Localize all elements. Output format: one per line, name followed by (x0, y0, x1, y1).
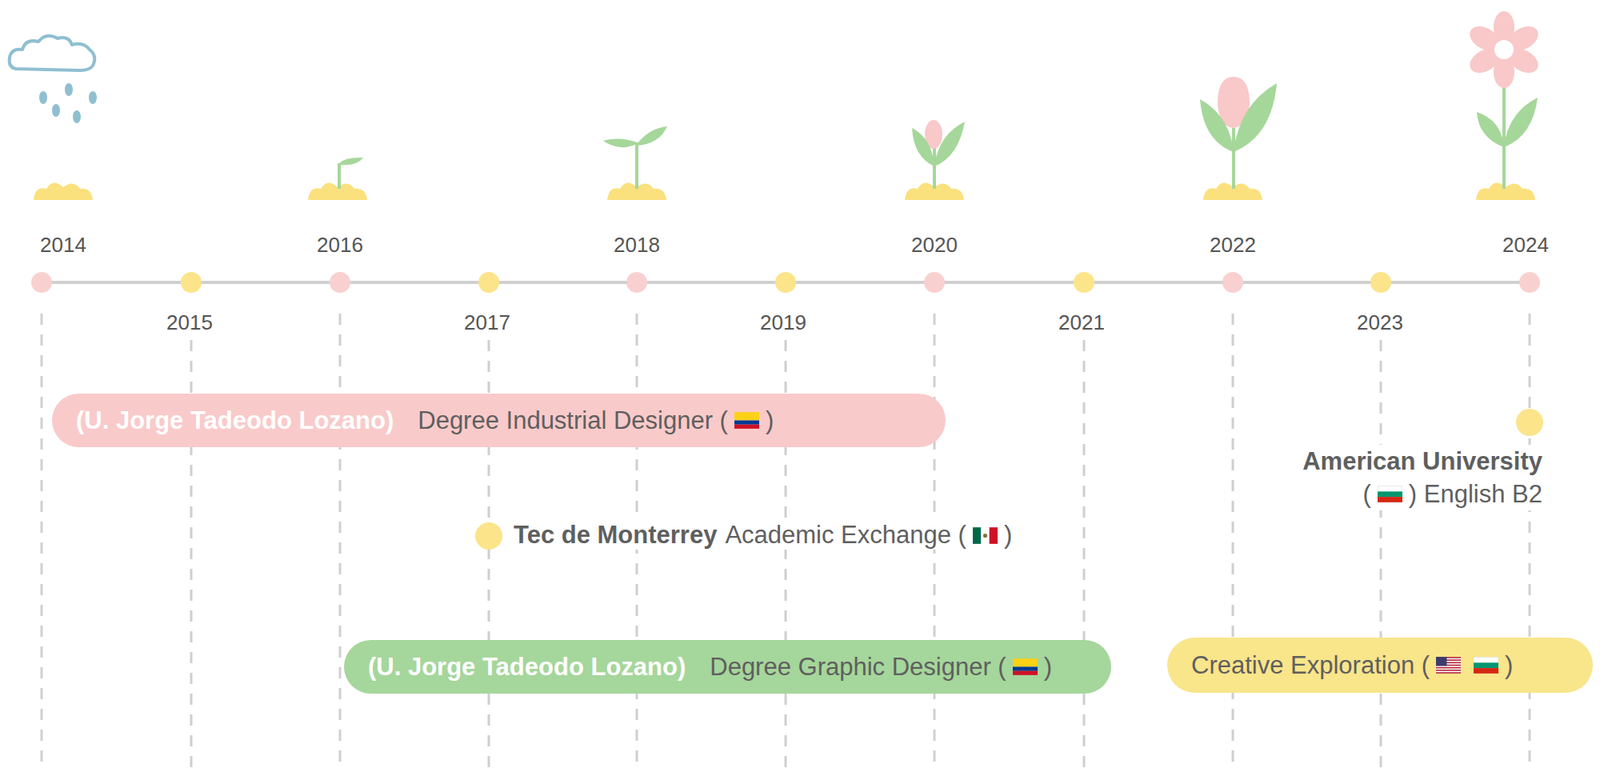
institution-name: Tec de Monterrey (513, 520, 717, 550)
timeline-bar: (U. Jorge Tadeodo Lozano) Degree Industri… (52, 393, 946, 448)
tulip-2022 (1200, 76, 1277, 189)
country-flag (1436, 656, 1461, 674)
bracket-text: ) (1004, 520, 1012, 550)
year-label: 2014 (37, 232, 89, 258)
year-label: 2022 (1207, 232, 1259, 258)
year-label: 2017 (461, 310, 513, 336)
timeline-bar: Creative Exploration () (1167, 637, 1593, 693)
institution-name: American University (1302, 447, 1543, 476)
bud-plant-2020 (912, 120, 965, 189)
bracket-text: ) (1504, 651, 1513, 680)
event-dot (1516, 408, 1544, 436)
sprout-2016 (339, 157, 364, 189)
soil-mounds (33, 182, 1536, 200)
country-flag (972, 527, 998, 544)
bracket-text: ) (765, 406, 774, 436)
year-label: 2020 (908, 232, 960, 258)
flower-2024 (1465, 11, 1543, 189)
event-label: Tec de MonterreyAcademic Exchange () (510, 520, 1016, 550)
rain-cloud (9, 36, 97, 124)
timeline-bar: (U. Jorge Tadeodo Lozano) Degree Graphic … (344, 640, 1112, 694)
course-name: ) English B2 (1408, 477, 1543, 511)
year-gridlines (41, 313, 1530, 768)
seedling-2018 (603, 126, 668, 189)
event-name: Academic Exchange ( (724, 520, 967, 550)
country-flag (734, 412, 760, 429)
country-flag (1377, 485, 1403, 503)
year-label: 2023 (1354, 310, 1406, 336)
year-label: 2019 (757, 310, 809, 336)
activity-name: Creative Exploration ( (1191, 651, 1430, 680)
year-label: 2015 (164, 310, 216, 336)
degree-name: Degree Graphic Designer ( (709, 652, 1006, 682)
degree-name: Degree Industrial Designer ( (417, 406, 728, 436)
country-flag (1473, 656, 1499, 674)
timeline-dots (31, 272, 1540, 293)
year-label: 2016 (314, 232, 366, 258)
event-dot (475, 522, 503, 550)
year-label: 2021 (1056, 310, 1108, 336)
bracket-text: ( (1363, 477, 1372, 511)
year-label: 2024 (1500, 232, 1552, 258)
country-flag (1012, 658, 1038, 676)
bracket-text: ) (1044, 652, 1052, 682)
event-label: American University( ) English B2 (1299, 444, 1546, 511)
institution-name: (U. Jorge Tadeodo Lozano) (368, 652, 686, 682)
year-label: 2018 (611, 232, 663, 258)
institution-name: (U. Jorge Tadeodo Lozano) (76, 406, 394, 436)
